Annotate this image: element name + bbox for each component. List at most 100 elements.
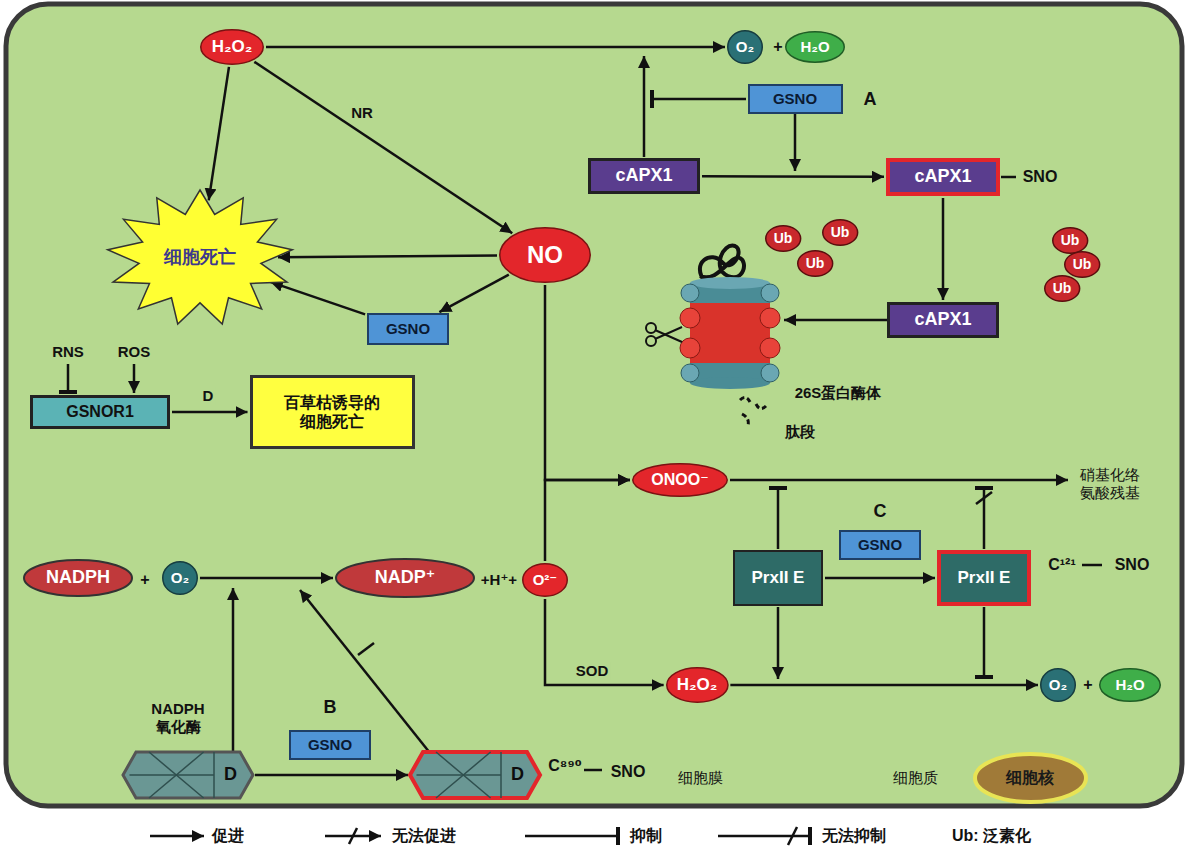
node-text: GSNO xyxy=(386,320,430,338)
molecule-ellipse: NADPH xyxy=(23,559,133,597)
node-text: O₂ xyxy=(736,38,754,56)
ubiquitin-ellipse: Ub xyxy=(1064,251,1100,278)
enzyme-name: NADPH 氧化酶 xyxy=(147,700,209,736)
legend-samples xyxy=(150,827,810,845)
arrow-connector xyxy=(266,46,725,49)
signal-name: ROS xyxy=(118,343,151,361)
part-name: 26S蛋白酶体 xyxy=(795,384,882,402)
legend-text: 无法抑制 xyxy=(822,826,886,845)
molecule-ellipse: H₂O xyxy=(785,31,845,63)
legend-text: Ub: 泛素化 xyxy=(952,826,1031,845)
node-text: NADP⁺ xyxy=(375,567,436,589)
node-text: PrxII E xyxy=(958,568,1011,588)
arrow-connector xyxy=(209,67,229,200)
protein-box: cAPX1 xyxy=(588,158,700,194)
arrow-connector xyxy=(730,684,1038,687)
arrow-connector xyxy=(545,285,630,480)
promote-line xyxy=(730,479,1068,482)
node-text: Ub xyxy=(1061,232,1080,249)
bond-line xyxy=(1001,176,1016,179)
molecule-ellipse: NADP⁺ xyxy=(335,558,475,598)
inhibit-line xyxy=(777,488,780,549)
legend-text: 促进 xyxy=(212,826,244,845)
node-text: O₂ xyxy=(1049,676,1067,694)
node-text: D xyxy=(224,764,237,786)
node-text: O²⁻ xyxy=(533,571,558,589)
arrow-connector xyxy=(545,480,630,561)
arrow-connector xyxy=(255,774,408,777)
node-text: Ub xyxy=(831,224,850,241)
molecule-circle: O₂ xyxy=(727,30,763,64)
node-text: H₂O xyxy=(1115,676,1144,694)
arrow-connector xyxy=(439,275,508,313)
ubiquitin-ellipse: Ub xyxy=(797,250,833,277)
node-text: PrxII E xyxy=(752,568,805,588)
blocked-slash xyxy=(976,492,992,504)
nucleus-ellipse: 细胞核 xyxy=(973,752,1088,804)
node-text: GSNO xyxy=(858,536,902,554)
enzyme-box: GSNOR1 xyxy=(30,395,170,429)
gsno-box: GSNO xyxy=(748,84,843,114)
arrow-connector xyxy=(271,282,365,314)
arrow-connector xyxy=(825,577,935,580)
molecule-circle: O²⁻ xyxy=(522,563,568,597)
ubiquitin-ellipse: Ub xyxy=(822,219,858,246)
promote-line xyxy=(794,114,797,171)
nitrosyl-label: SNO xyxy=(611,762,646,781)
molecule-ellipse: ONOO⁻ xyxy=(632,463,728,497)
node-text: cAPX1 xyxy=(914,309,971,331)
gsno-box: GSNO xyxy=(289,730,371,760)
node-text: ONOO⁻ xyxy=(651,470,708,489)
cell-outline xyxy=(6,4,1182,806)
region-name: 细胞质 xyxy=(893,769,938,787)
molecule-ellipse: H₂O₂ xyxy=(666,667,729,703)
node-text: H₂O xyxy=(800,38,829,56)
node-text: NO xyxy=(527,241,563,270)
node-text: Ub xyxy=(1053,280,1072,297)
residue-label: C¹²¹ xyxy=(1048,555,1076,574)
bond-line xyxy=(1082,564,1102,567)
blocked-slash xyxy=(358,643,374,655)
node-text: cAPX1 xyxy=(615,165,672,187)
edge-label: NR xyxy=(349,104,375,122)
proteasome-drawing xyxy=(646,246,780,426)
nitrosylated-oxidase-hexagon: D xyxy=(410,752,540,798)
plus-sign: + xyxy=(140,570,149,589)
arrow-connector xyxy=(545,599,664,685)
node-text: Ub xyxy=(806,255,825,272)
nitrosyl-label: SNO xyxy=(1115,555,1150,574)
region-name: 细胞膜 xyxy=(678,769,723,787)
edge-label: D xyxy=(201,387,216,405)
blocked-promote-line xyxy=(300,590,430,753)
promote-line xyxy=(643,56,646,157)
promote-line xyxy=(232,588,235,753)
outcome-box: 百草枯诱导的 细胞死亡 xyxy=(250,375,415,449)
residue-label: C⁸⁹⁰ xyxy=(548,756,582,775)
ubiquitin-ellipse: Ub xyxy=(765,225,801,252)
bond-line xyxy=(584,769,602,772)
node-text: cAPX1 xyxy=(914,166,971,188)
molecule-circle: O₂ xyxy=(162,561,198,595)
node-text: GSNO xyxy=(308,736,352,754)
panel-letter: C xyxy=(874,501,887,523)
molecule-ellipse: H₂O₂ xyxy=(200,29,264,65)
ubiquitinated-protein-box: cAPX1 xyxy=(887,302,999,338)
panel-letter: B xyxy=(324,697,337,719)
outcome-label: 硝基化络氨酸残基 xyxy=(1079,466,1141,502)
node-text: 百草枯诱导的 细胞死亡 xyxy=(277,393,387,431)
arrow-connector xyxy=(200,577,333,580)
arrow-connector xyxy=(942,198,945,300)
node-text: 细胞核 xyxy=(1006,768,1054,787)
node-text: Ub xyxy=(774,230,793,247)
no-ellipse: NO xyxy=(499,227,591,283)
node-text: O₂ xyxy=(171,569,189,587)
oxidase-hexagon: D xyxy=(123,752,253,798)
plus-sign: + xyxy=(1083,675,1092,694)
nitrosyl-label: SNO xyxy=(1023,167,1058,186)
node-text: H₂O₂ xyxy=(677,675,718,695)
promote-line xyxy=(133,364,136,393)
node-text: 细胞死亡 xyxy=(164,247,236,269)
inhibit-line xyxy=(67,364,70,392)
nitrosylated-protein-box: cAPX1 xyxy=(886,158,1000,196)
ubiquitin-ellipse: Ub xyxy=(1052,227,1088,254)
